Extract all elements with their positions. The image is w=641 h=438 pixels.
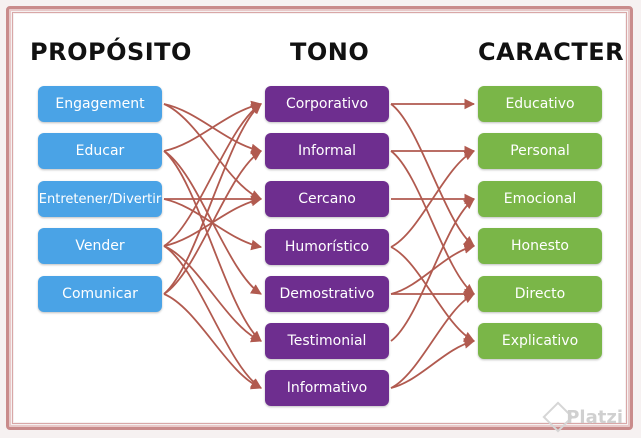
tono-testimonial: Testimonial: [265, 323, 389, 359]
caracter-educativo: Educativo: [478, 86, 602, 122]
tono-informativo: Informativo: [265, 370, 389, 406]
arrow-proposito-tono-7: [163, 103, 262, 247]
title-tono: TONO: [290, 38, 370, 66]
arrow-tono-caracter-9: [390, 198, 475, 342]
arrow-proposito-tono-1: [163, 103, 262, 201]
arrow-tono-caracter-5: [390, 150, 475, 248]
arrow-proposito-tono-13: [163, 293, 262, 390]
arrow-tono-caracter-11: [390, 338, 476, 389]
arrow-proposito-tono-11: [163, 103, 262, 295]
arrow-tono-caracter-1: [390, 103, 475, 247]
arrow-proposito-tono-2: [163, 100, 263, 152]
caracter-personal: Personal: [478, 133, 602, 169]
tono-informal: Informal: [265, 133, 389, 169]
caracter-explicativo: Explicativo: [478, 323, 602, 359]
proposito-vender: Vender: [38, 228, 162, 264]
title-caracter: CARACTER: [478, 38, 625, 66]
proposito-comunicar: Comunicar: [38, 276, 162, 312]
caracter-emocional: Emocional: [478, 181, 602, 217]
arrow-proposito-tono-12: [163, 150, 262, 295]
proposito-educar: Educar: [38, 133, 162, 169]
arrow-group: [163, 98, 476, 390]
proposito-entretener: Entretener/Divertir: [38, 181, 162, 217]
arrow-tono-caracter-10: [390, 293, 475, 389]
proposito-engagement: Engagement: [38, 86, 162, 122]
caracter-honesto: Honesto: [478, 228, 602, 264]
arrow-proposito-tono-9: [163, 245, 262, 343]
arrow-tono-caracter-3: [390, 150, 475, 295]
tono-humoristico: Humorístico: [265, 229, 389, 265]
title-proposito: PROPÓSITO: [30, 38, 192, 66]
caracter-directo: Directo: [478, 276, 602, 312]
frame-border: [6, 6, 633, 430]
frame-inner-border: [12, 12, 627, 424]
watermark: Platzi: [566, 407, 623, 428]
tono-corporativo: Corporativo: [265, 86, 389, 122]
tono-cercano: Cercano: [265, 181, 389, 217]
arrow-proposito-tono-4: [163, 150, 262, 342]
tono-demostrativo: Demostrativo: [265, 276, 389, 312]
arrow-proposito-tono-10: [163, 245, 262, 389]
